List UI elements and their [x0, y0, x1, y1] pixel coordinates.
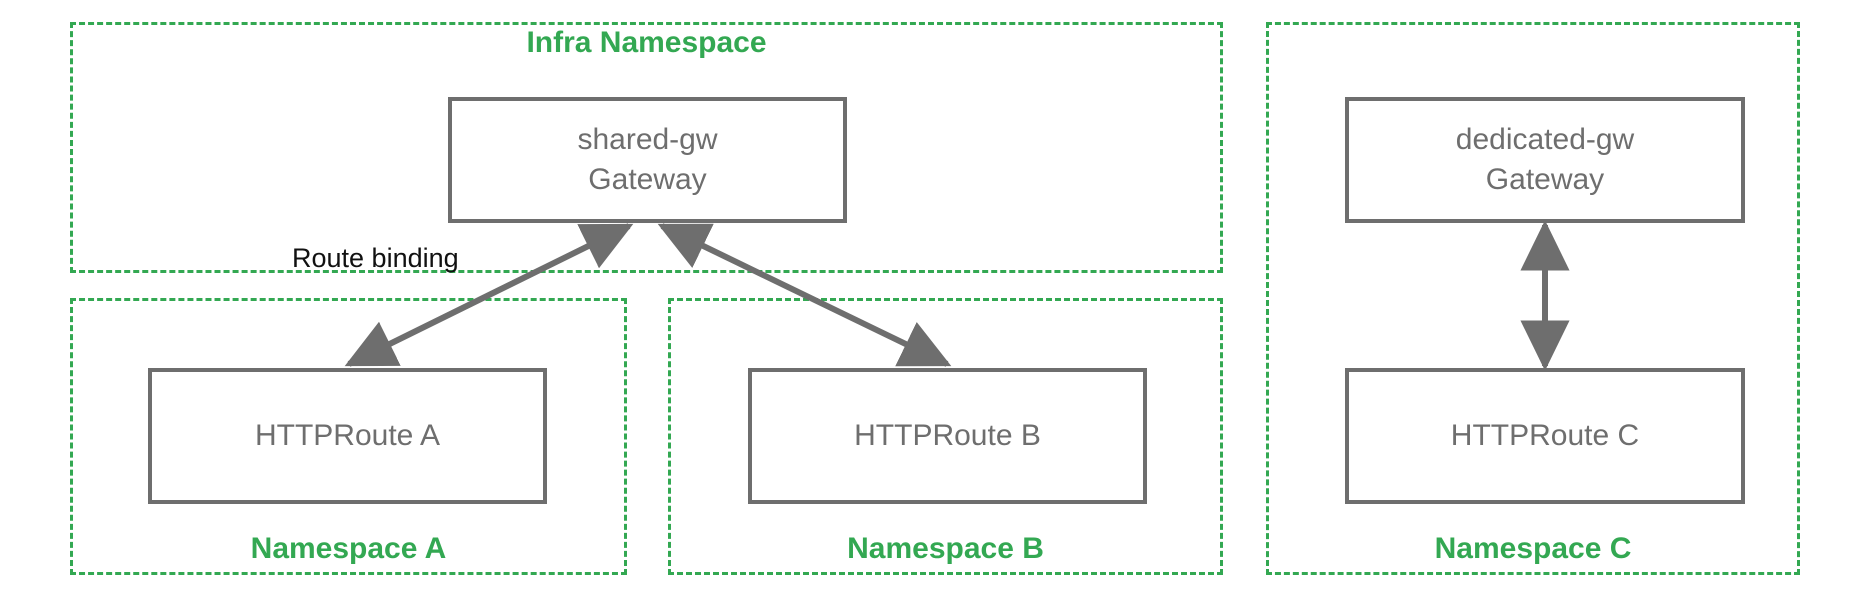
edge-label-route-binding: Route binding	[292, 243, 459, 273]
node-httproute-c-label: HTTPRoute C	[1450, 419, 1640, 452]
namespace-c-title: Namespace C	[1434, 532, 1632, 565]
node-httproute-a-label: HTTPRoute A	[254, 419, 441, 452]
node-dedicated-gw-gateway[interactable]: dedicated-gw Gateway	[1345, 97, 1745, 223]
node-shared-gw-gateway[interactable]: shared-gw Gateway	[448, 97, 847, 223]
node-httproute-c[interactable]: HTTPRoute C	[1345, 368, 1745, 504]
namespace-b-title: Namespace B	[847, 532, 1044, 565]
namespace-infra-box	[70, 22, 1223, 273]
node-shared-gw-gateway-label: shared-gw Gateway	[577, 123, 718, 196]
node-httproute-a[interactable]: HTTPRoute A	[148, 368, 547, 504]
node-dedicated-gw-gateway-label: dedicated-gw Gateway	[1455, 123, 1635, 196]
namespace-a-title: Namespace A	[250, 532, 447, 565]
namespace-infra-title: Infra Namespace	[526, 26, 767, 59]
node-httproute-b[interactable]: HTTPRoute B	[748, 368, 1147, 504]
node-httproute-b-label: HTTPRoute B	[854, 419, 1041, 452]
namespace-c-box	[1266, 22, 1800, 575]
